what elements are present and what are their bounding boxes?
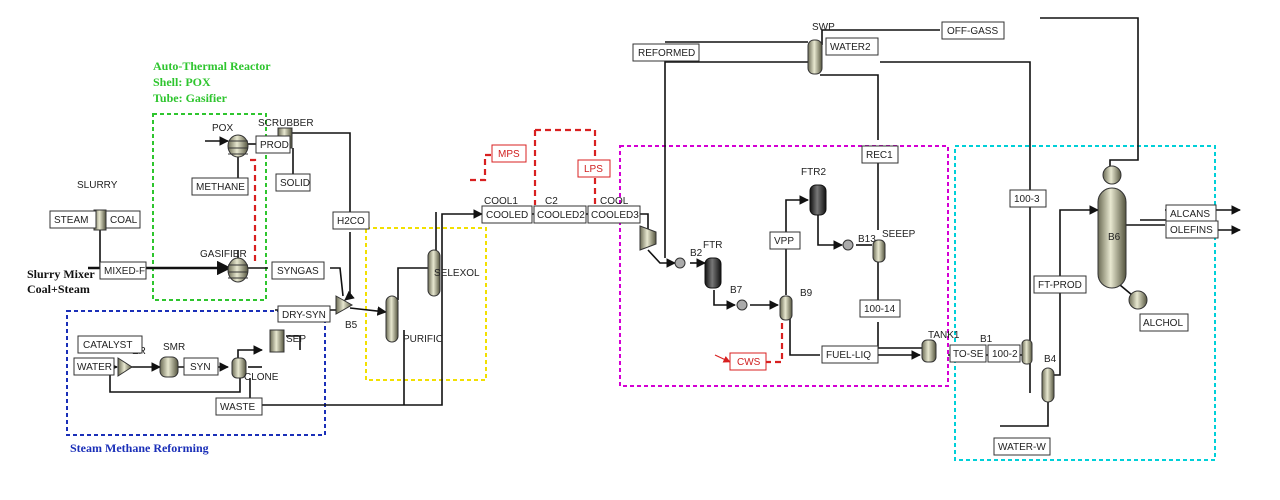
b1-label: B1 bbox=[980, 334, 993, 345]
cyclone[interactable] bbox=[231, 357, 247, 379]
valve-b2[interactable] bbox=[674, 257, 686, 269]
stream-syngas[interactable]: SYNGAS bbox=[277, 266, 319, 277]
selexol-column[interactable] bbox=[427, 249, 441, 297]
stream-100-14[interactable]: 100-14 bbox=[864, 304, 896, 315]
stream-lps[interactable]: LPS bbox=[584, 164, 603, 175]
stream-boxes: STEAM COAL MIXED-F METHANE PROD SOLID H2… bbox=[49, 21, 1219, 456]
purific-label: PURIFIC bbox=[403, 334, 443, 345]
stream-alchol[interactable]: ALCHOL bbox=[1143, 318, 1183, 329]
b6-label: B6 bbox=[1108, 232, 1121, 243]
sep-label: SEP bbox=[286, 334, 306, 345]
stream-water2[interactable]: WATER2 bbox=[830, 42, 871, 53]
b4-column[interactable] bbox=[1041, 367, 1055, 403]
b1-flash[interactable] bbox=[1021, 339, 1033, 365]
ftr-label: FTR bbox=[703, 240, 722, 251]
cyclone-label: CLONE bbox=[244, 372, 279, 383]
swp-column[interactable] bbox=[807, 39, 823, 75]
stream-olefins[interactable]: OLEFINS bbox=[1170, 225, 1213, 236]
process-pipes bbox=[74, 17, 1241, 427]
atr-title: Auto-Thermal Reactor bbox=[153, 59, 271, 73]
swp-label: SWP bbox=[812, 22, 835, 33]
b6-reboiler[interactable] bbox=[1128, 290, 1148, 310]
stream-cooled2[interactable]: COOLED2 bbox=[537, 210, 585, 221]
stream-solid[interactable]: SOLID bbox=[280, 178, 310, 189]
purific-column[interactable] bbox=[385, 295, 399, 343]
stream-100-2[interactable]: 100-2 bbox=[992, 349, 1018, 360]
smr-mixer[interactable] bbox=[117, 357, 133, 377]
b6-column[interactable] bbox=[1097, 187, 1127, 289]
stream-steam[interactable]: STEAM bbox=[54, 215, 88, 226]
feed-label-1: Slurry Mixer bbox=[27, 267, 95, 281]
ftr-reactor[interactable] bbox=[704, 257, 722, 289]
stream-ft-prod[interactable]: FT-PROD bbox=[1038, 280, 1082, 291]
stream-dry-syn[interactable]: DRY-SYN bbox=[282, 310, 326, 321]
atr-tube-label: Tube: Gasifier bbox=[153, 91, 228, 105]
smr-region bbox=[66, 310, 326, 436]
selexol-label: SELEXOL bbox=[434, 268, 480, 279]
atr-region bbox=[152, 113, 267, 301]
stream-fuel-liq[interactable]: FUEL-LIQ bbox=[826, 350, 871, 361]
valve-b7[interactable] bbox=[736, 299, 748, 311]
separation-region bbox=[954, 145, 1216, 461]
stream-water-w[interactable]: WATER-W bbox=[998, 442, 1046, 453]
stream-water[interactable]: WATER bbox=[77, 362, 112, 373]
b7-label: B7 bbox=[730, 285, 743, 296]
sep-vessel[interactable] bbox=[269, 329, 285, 353]
utility-lines bbox=[250, 128, 784, 364]
compressor-b[interactable] bbox=[639, 225, 657, 251]
stream-to-se[interactable]: TO-SE bbox=[953, 349, 984, 360]
feed-label-2: Coal+Steam bbox=[27, 282, 90, 296]
stream-prod[interactable]: PROD bbox=[260, 140, 289, 151]
b13-label: B13 bbox=[858, 234, 876, 245]
b9-separator[interactable] bbox=[779, 295, 793, 321]
smr-reactor[interactable] bbox=[159, 356, 179, 378]
tank1-label: TANK1 bbox=[928, 330, 960, 341]
cool3-label: COOL bbox=[600, 196, 629, 207]
stream-rec1[interactable]: REC1 bbox=[866, 150, 893, 161]
stream-h2co[interactable]: H2CO bbox=[337, 216, 365, 227]
c2-label: C2 bbox=[545, 196, 558, 207]
slurry-label: SLURRY bbox=[77, 180, 118, 191]
stream-vpp[interactable]: VPP bbox=[774, 236, 794, 247]
atr-shell-label: Shell: POX bbox=[153, 75, 211, 89]
b6-condenser[interactable] bbox=[1102, 165, 1122, 185]
gasifier-label: GASIFIER bbox=[200, 249, 247, 260]
stream-catalyst[interactable]: CATALYST bbox=[83, 340, 132, 351]
tank1[interactable] bbox=[921, 339, 937, 363]
valve-b13[interactable] bbox=[842, 239, 854, 251]
stream-methane[interactable]: METHANE bbox=[196, 182, 245, 193]
seeep-label: SEEEP bbox=[882, 229, 916, 240]
cool1-label: COOL1 bbox=[484, 196, 518, 207]
ft-region bbox=[619, 145, 949, 387]
stream-off-gass[interactable]: OFF-GASS bbox=[947, 26, 998, 37]
b2-label: B2 bbox=[690, 248, 703, 259]
stream-cooled[interactable]: COOLED bbox=[486, 210, 528, 221]
stream-alcans[interactable]: ALCANS bbox=[1170, 209, 1210, 220]
gasifier-reactor[interactable] bbox=[227, 257, 249, 283]
seeep-separator[interactable] bbox=[872, 239, 886, 263]
stream-coal[interactable]: COAL bbox=[110, 215, 138, 226]
b4-label: B4 bbox=[1044, 354, 1057, 365]
stream-mps[interactable]: MPS bbox=[498, 149, 520, 160]
stream-cws[interactable]: CWS bbox=[737, 357, 761, 368]
stream-mixed-f[interactable]: MIXED-F bbox=[104, 266, 145, 277]
b5-mixer[interactable] bbox=[335, 295, 354, 315]
stream-cooled3[interactable]: COOLED3 bbox=[591, 210, 639, 221]
stream-waste[interactable]: WASTE bbox=[220, 402, 256, 413]
ftr2-reactor[interactable] bbox=[809, 184, 827, 216]
stream-100-3[interactable]: 100-3 bbox=[1014, 194, 1040, 205]
smr-label: SMR bbox=[163, 342, 185, 353]
scrubber-label: SCRUBBER bbox=[258, 118, 314, 129]
stream-syn[interactable]: SYN bbox=[190, 362, 211, 373]
selexol-region bbox=[365, 227, 487, 381]
b5-label: B5 bbox=[345, 320, 358, 331]
pox-label: POX bbox=[212, 123, 233, 134]
ftr2-label: FTR2 bbox=[801, 167, 826, 178]
b9-label: B9 bbox=[800, 288, 813, 299]
stream-reformed[interactable]: REFORMED bbox=[638, 48, 695, 59]
smr-title: Steam Methane Reforming bbox=[70, 441, 209, 455]
